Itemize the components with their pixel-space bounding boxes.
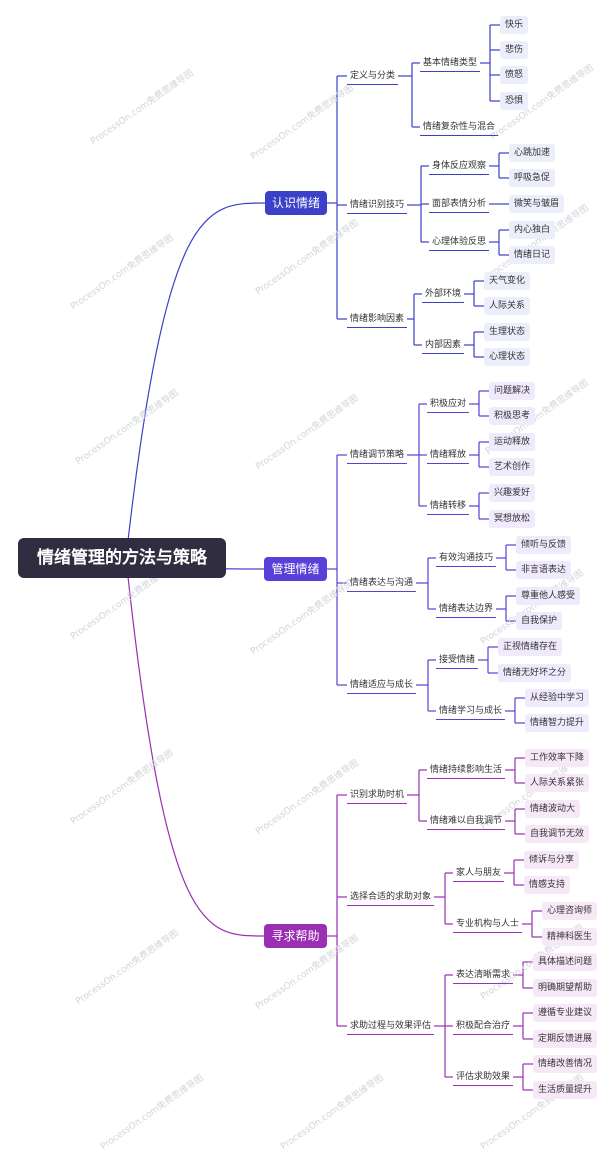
leaf-3-2-2-1[interactable]: 心理咨询师 (542, 902, 598, 920)
leaf-1-3-2-1[interactable]: 生理状态 (484, 323, 531, 341)
leaf-3-3-3-1[interactable]: 情绪改善情况 (533, 1055, 598, 1073)
leaf-3-2-1-1[interactable]: 倾诉与分享 (524, 851, 580, 869)
leaf-1-1-1-2[interactable]: 悲伤 (500, 41, 529, 59)
subtopic-1-2-1[interactable]: 身体反应观察 (429, 157, 490, 175)
topic-2-2[interactable]: 情绪表达与沟通 (347, 574, 417, 592)
leaf-2-2-2-2[interactable]: 自我保护 (516, 612, 563, 630)
subtopic-3-2-2[interactable]: 专业机构与人士 (453, 915, 523, 933)
leaf-3-3-3-2[interactable]: 生活质量提升 (533, 1081, 598, 1099)
leaf-2-1-3-1[interactable]: 兴趣爱好 (489, 484, 536, 502)
subtopic-1-3-2[interactable]: 内部因素 (422, 336, 465, 354)
leaf-2-3-1-2[interactable]: 情绪无好坏之分 (498, 664, 572, 682)
leaf-1-1-1-1[interactable]: 快乐 (500, 16, 529, 34)
leaf-1-2-1-1[interactable]: 心跳加速 (509, 144, 556, 162)
leaf-2-3-2-1[interactable]: 从经验中学习 (525, 689, 590, 707)
subtopic-3-1-1[interactable]: 情绪持续影响生活 (427, 761, 506, 779)
leaf-3-2-2-2[interactable]: 精神科医生 (542, 928, 598, 946)
leaf-2-1-3-2[interactable]: 冥想放松 (489, 510, 536, 528)
subtopic-2-3-1[interactable]: 接受情绪 (436, 651, 479, 669)
subtopic-3-3-2[interactable]: 积极配合治疗 (453, 1017, 514, 1035)
leaf-3-1-1-1[interactable]: 工作效率下降 (525, 749, 590, 767)
leaf-1-3-2-2[interactable]: 心理状态 (484, 348, 531, 366)
topic-2-1[interactable]: 情绪调节策略 (347, 446, 408, 464)
leaf-2-2-2-1[interactable]: 尊重他人感受 (516, 587, 581, 605)
root-topic[interactable]: 情绪管理的方法与策略 (18, 538, 226, 578)
leaf-1-2-2-1[interactable]: 微笑与皱眉 (509, 195, 565, 213)
topic-3-2[interactable]: 选择合适的求助对象 (347, 888, 435, 906)
subtopic-1-3-1[interactable]: 外部环境 (422, 285, 465, 303)
leaf-3-1-1-2[interactable]: 人际关系紧张 (525, 774, 590, 792)
leaf-3-2-1-2[interactable]: 情感支持 (524, 876, 571, 894)
leaf-3-1-2-1[interactable]: 情绪波动大 (525, 800, 581, 818)
leaf-1-3-1-2[interactable]: 人际关系 (484, 297, 531, 315)
subtopic-3-3-1[interactable]: 表达清晰需求 (453, 966, 514, 984)
subtopic-2-1-1[interactable]: 积极应对 (427, 395, 470, 413)
branch-1[interactable]: 认识情绪 (265, 191, 327, 215)
topic-3-3[interactable]: 求助过程与效果评估 (347, 1017, 435, 1035)
leaf-1-1-1-3[interactable]: 愤怒 (500, 66, 529, 84)
connector-lines (125, 24, 542, 1091)
topic-2-3[interactable]: 情绪适应与成长 (347, 676, 417, 694)
subtopic-2-3-2[interactable]: 情绪学习与成长 (436, 702, 506, 720)
leaf-2-2-1-1[interactable]: 倾听与反馈 (516, 536, 572, 554)
subtopic-2-2-2[interactable]: 情绪表达边界 (436, 600, 497, 618)
leaf-2-2-1-2[interactable]: 非言语表达 (516, 561, 572, 579)
leaf-3-3-2-2[interactable]: 定期反馈进展 (533, 1030, 598, 1048)
leaf-1-1-1-4[interactable]: 恐惧 (500, 92, 529, 110)
leaf-2-1-2-2[interactable]: 艺术创作 (489, 458, 536, 476)
leaf-3-3-1-2[interactable]: 明确期望帮助 (533, 979, 598, 997)
leaf-1-2-1-2[interactable]: 呼吸急促 (509, 169, 556, 187)
subtopic-2-1-2[interactable]: 情绪释放 (427, 446, 470, 464)
branch-3[interactable]: 寻求帮助 (264, 924, 327, 948)
leaf-2-1-1-1[interactable]: 问题解决 (489, 382, 536, 400)
topic-1-3[interactable]: 情绪影响因素 (347, 310, 408, 328)
leaf-1-2-3-1[interactable]: 内心独白 (509, 221, 556, 239)
subtopic-2-2-1[interactable]: 有效沟通技巧 (436, 549, 497, 567)
branch-2[interactable]: 管理情绪 (264, 557, 327, 581)
subtopic-3-3-3[interactable]: 评估求助效果 (453, 1068, 514, 1086)
subtopic-3-2-1[interactable]: 家人与朋友 (453, 864, 505, 882)
leaf-2-3-1-1[interactable]: 正视情绪存在 (498, 638, 563, 656)
topic-1-2[interactable]: 情绪识别技巧 (347, 196, 408, 214)
leaf-1-3-1-1[interactable]: 天气变化 (484, 272, 531, 290)
leaf-2-1-2-1[interactable]: 运动释放 (489, 433, 536, 451)
subtopic-1-1-1[interactable]: 基本情绪类型 (420, 54, 481, 72)
leaf-3-3-2-1[interactable]: 遵循专业建议 (533, 1004, 598, 1022)
leaf-3-1-2-2[interactable]: 自我调节无效 (525, 825, 590, 843)
subtopic-3-1-2[interactable]: 情绪难以自我调节 (427, 812, 506, 830)
leaf-1-2-3-2[interactable]: 情绪日记 (509, 246, 556, 264)
subtopic-1-1-2[interactable]: 情绪复杂性与混合 (420, 118, 499, 136)
leaf-2-3-2-2[interactable]: 情绪智力提升 (525, 714, 590, 732)
subtopic-1-2-2[interactable]: 面部表情分析 (429, 195, 490, 213)
topic-3-1[interactable]: 识别求助时机 (347, 786, 408, 804)
leaf-2-1-1-2[interactable]: 积极思考 (489, 407, 536, 425)
topic-1-1[interactable]: 定义与分类 (347, 67, 399, 85)
subtopic-1-2-3[interactable]: 心理体验反思 (429, 233, 490, 251)
subtopic-2-1-3[interactable]: 情绪转移 (427, 497, 470, 515)
leaf-3-3-1-1[interactable]: 具体描述问题 (533, 953, 598, 971)
